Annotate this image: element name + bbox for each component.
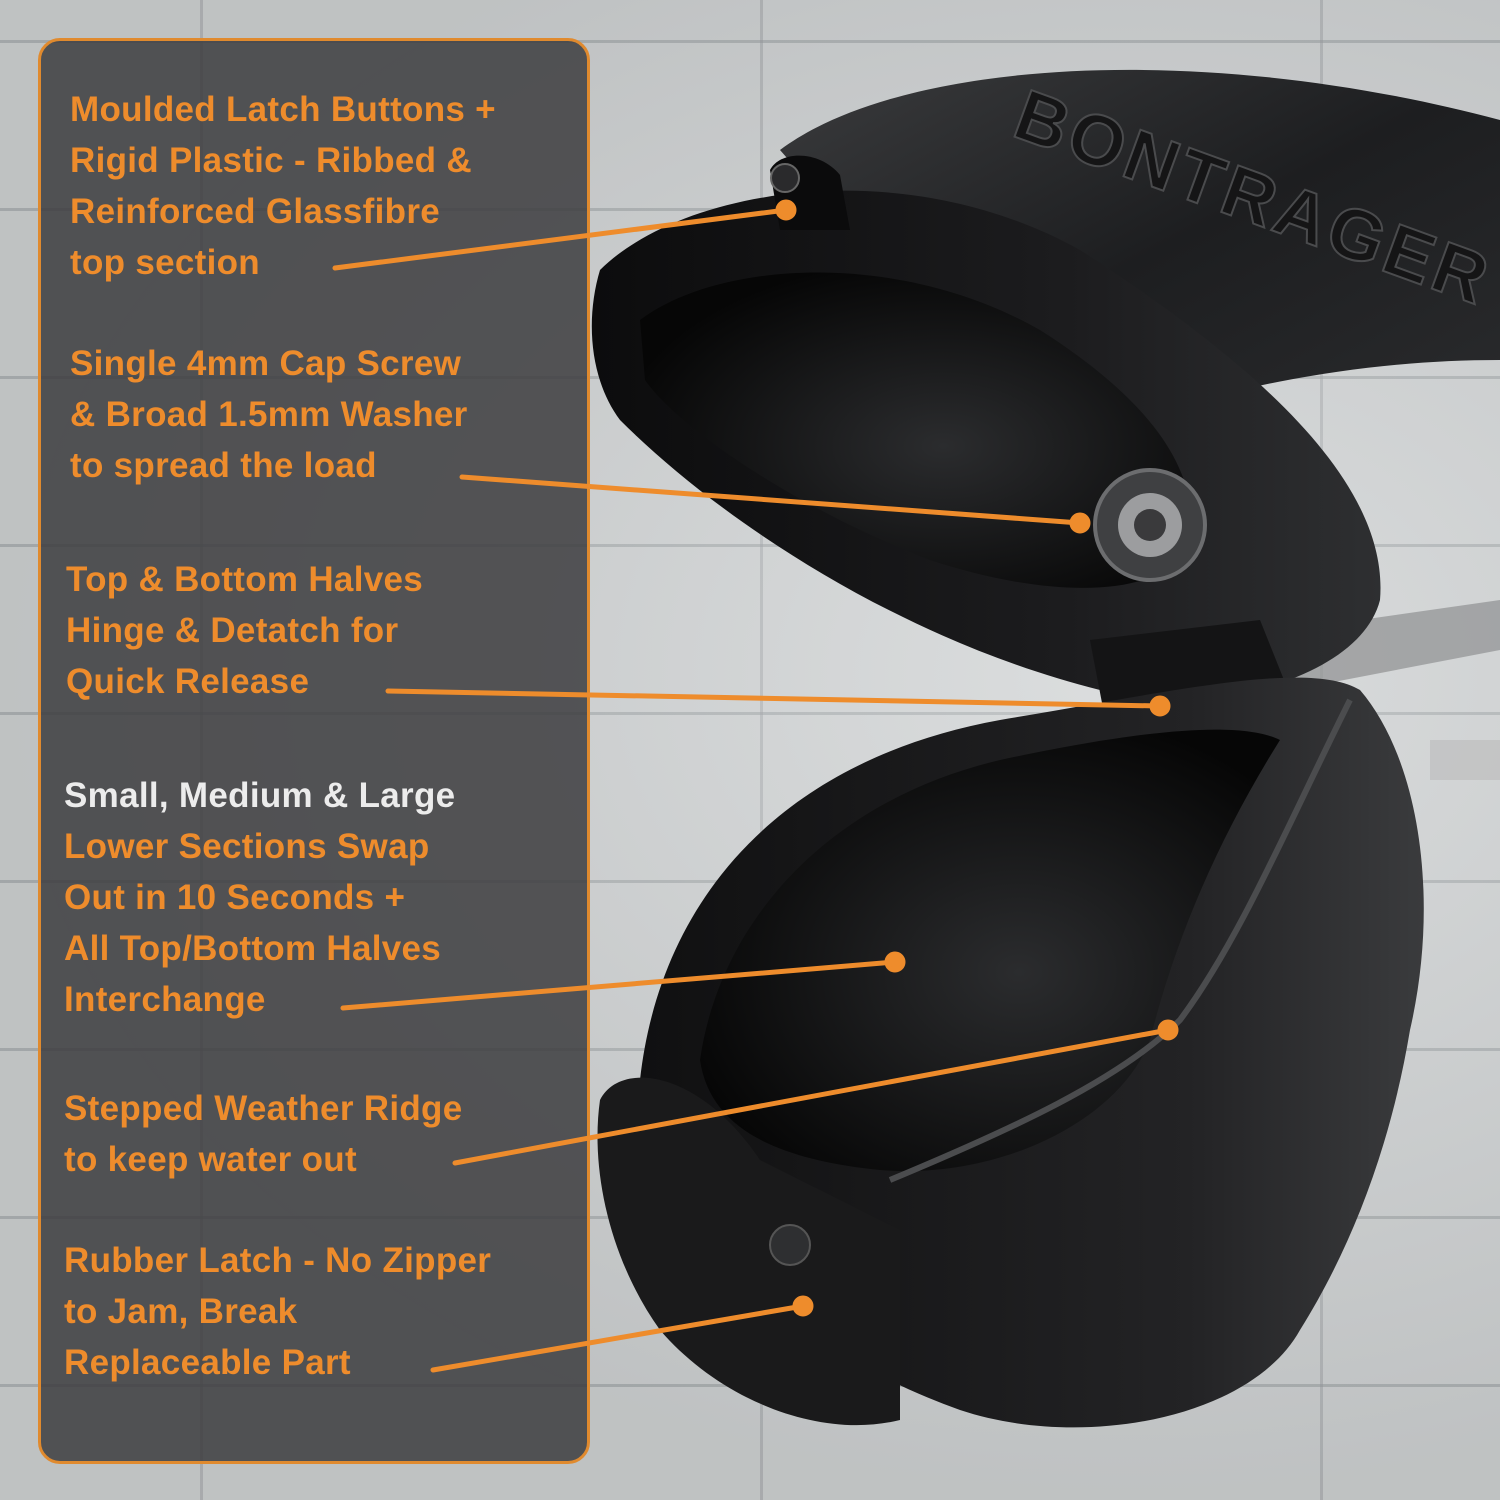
callout-lower-sections: Small, Medium & Large Lower Sections Swa… bbox=[64, 776, 456, 1019]
callout-rubber-latch: Rubber Latch - No Zipper to Jam, Break R… bbox=[64, 1241, 492, 1382]
callout-hinge: Top & Bottom Halves Hinge & Detatch for … bbox=[66, 560, 424, 701]
feature-panel bbox=[38, 38, 590, 1464]
callout-cap-screw: Single 4mm Cap Screw & Broad 1.5mm Washe… bbox=[70, 344, 468, 485]
callout-latch-buttons: Moulded Latch Buttons + Rigid Plastic - … bbox=[70, 90, 496, 282]
callout-weather-ridge: Stepped Weather Ridge to keep water out bbox=[64, 1089, 463, 1179]
